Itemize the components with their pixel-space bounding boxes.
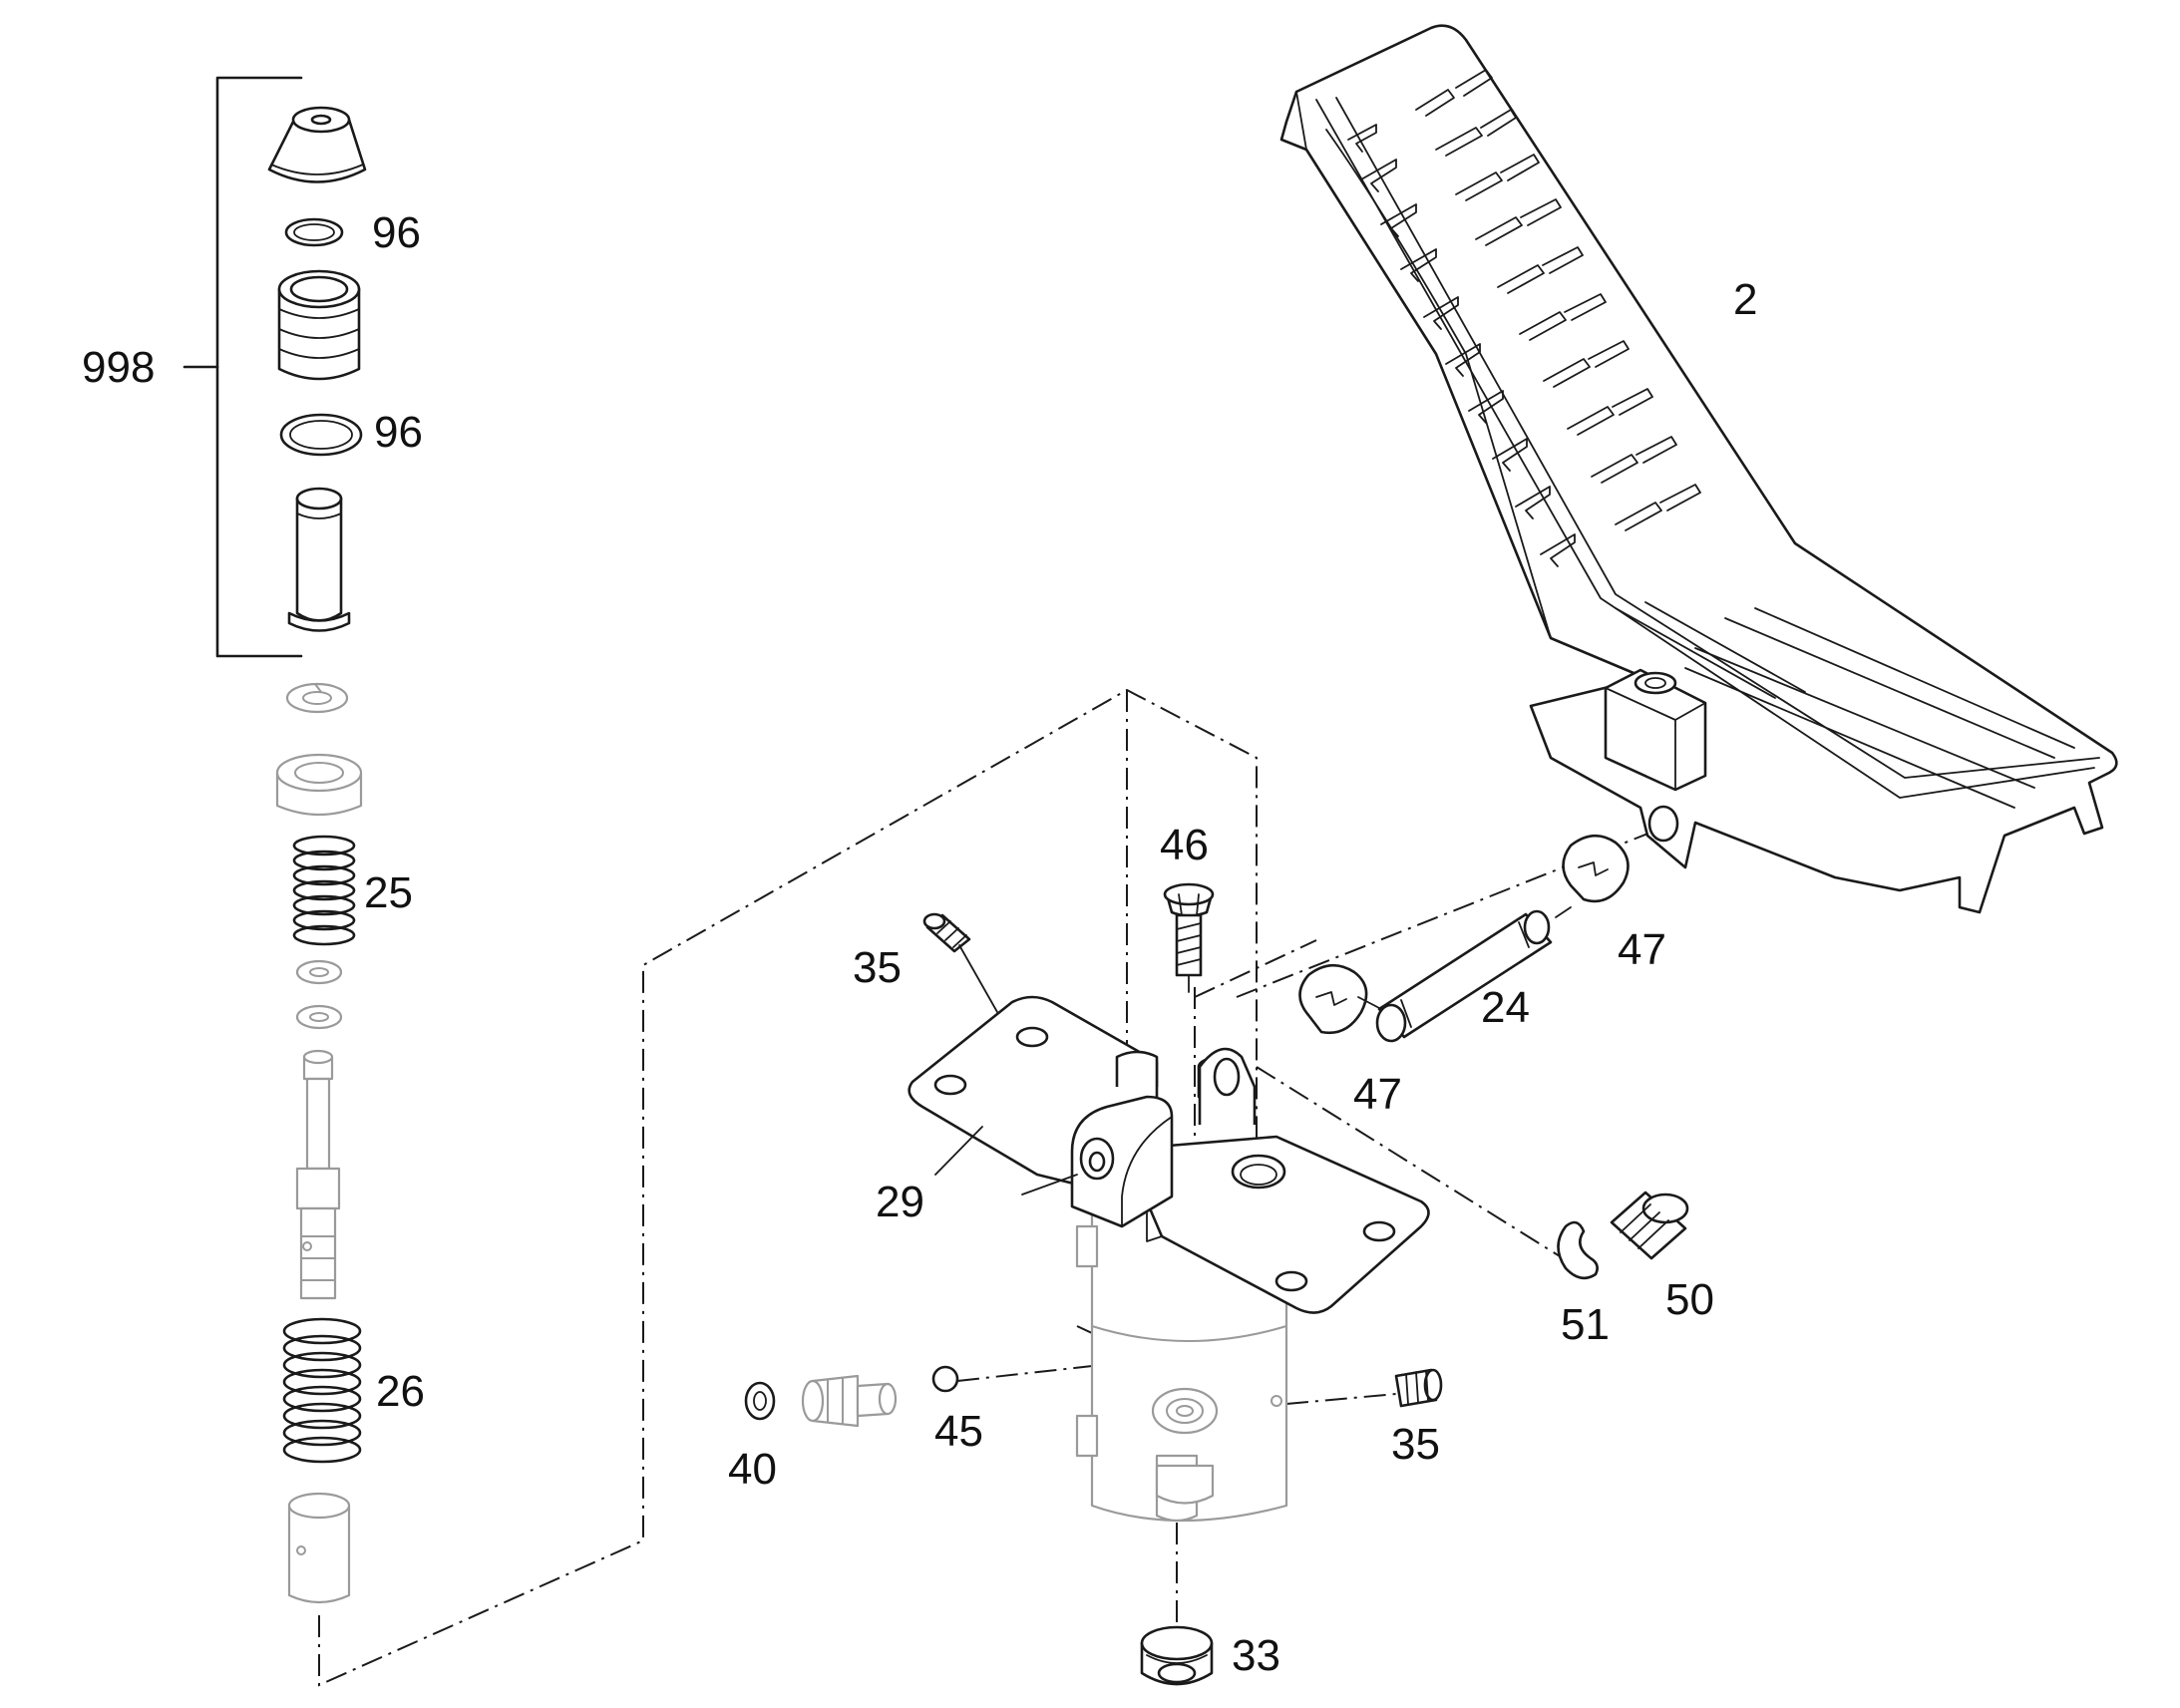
label-46: 46 [1160,821,1209,869]
label-2: 2 [1733,275,1757,324]
label-35-upper: 35 [853,943,902,992]
plug-33 [1140,1625,1214,1686]
pivot-pin [1375,909,1553,1043]
label-998: 998 [82,343,155,392]
part-labels: 998 96 96 2 25 46 35 47 24 47 29 26 51 5… [82,208,1757,1680]
dust-boot [267,106,367,183]
label-47-right: 47 [1618,925,1666,974]
split-washer [285,682,349,714]
label-25: 25 [364,868,413,917]
label-47-left: 47 [1353,1070,1402,1119]
accelerator-pedal [1279,24,2118,914]
set-screw-lower [1394,1368,1443,1408]
small-washers [295,959,343,1030]
ball-45 [931,1365,959,1393]
label-96-bottom: 96 [374,408,423,457]
plunger [287,487,351,632]
label-29: 29 [876,1178,924,1226]
set-screw-upper [922,912,971,953]
label-96-top: 96 [372,208,421,257]
bottom-sleeve [287,1492,351,1604]
kit-bracket-998 [182,76,303,658]
label-35-lower: 35 [1391,1420,1440,1469]
spring-25 [292,835,356,946]
retaining-ring [1557,1220,1599,1280]
label-24: 24 [1481,983,1530,1032]
label-50: 50 [1665,1275,1714,1324]
label-45: 45 [934,1407,983,1456]
e-clip-left [1298,963,1368,1035]
valve-stem [295,1049,341,1300]
poppet [801,1374,898,1428]
spring-26 [282,1317,362,1464]
label-26: 26 [376,1367,425,1416]
valve-seat-bushing [277,269,361,381]
threaded-plug [1610,1191,1689,1260]
label-51: 51 [1561,1300,1610,1349]
o-ring-bottom [279,413,363,457]
o-ring-top [284,217,344,247]
assembly-lines [318,688,1656,1687]
e-clip-right [1562,834,1630,903]
bolt [1163,882,1215,977]
bracket-plate [908,995,1430,1314]
leader-lines [934,906,1572,1196]
spring-cup [275,753,363,817]
label-33: 33 [1232,1631,1280,1680]
pedal-tread [1347,69,2075,809]
label-40: 40 [728,1445,777,1494]
washer-40 [744,1381,776,1421]
